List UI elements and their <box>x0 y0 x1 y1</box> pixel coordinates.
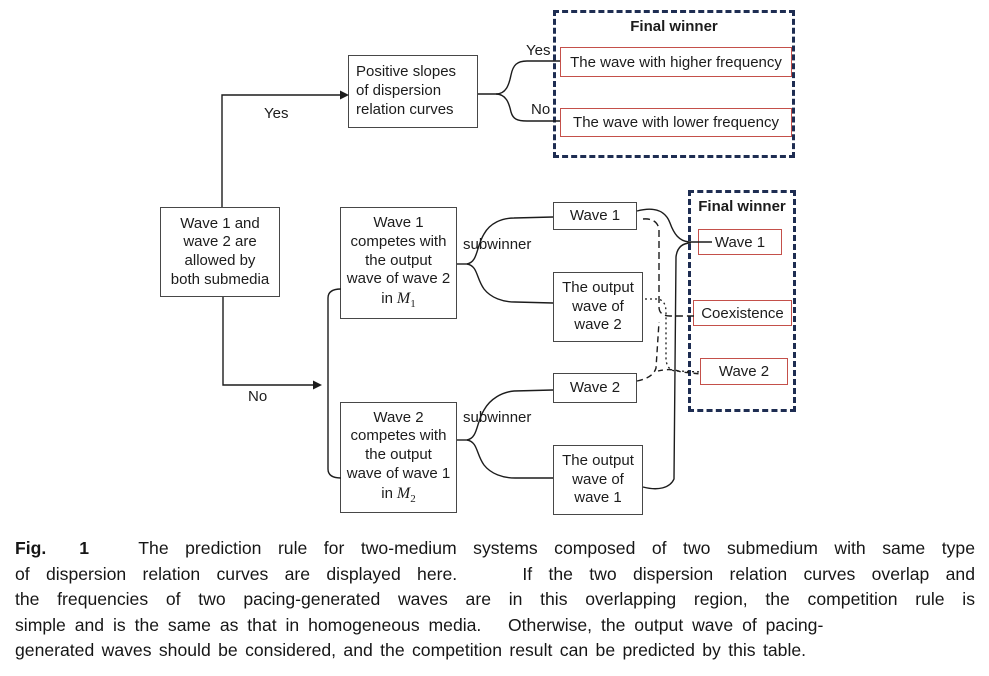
wave1-competes-text: Wave 1 competes with the output wave of … <box>346 214 451 288</box>
no-main-line <box>222 297 314 386</box>
in-label: in <box>381 484 393 502</box>
medium-symbol: M <box>396 290 411 308</box>
yes-branch-label: Yes <box>526 42 551 59</box>
subwinner-output-wave2-box: The output wave of wave 2 <box>553 272 643 342</box>
medium-subscript: 1 <box>410 298 416 311</box>
wave1-competes-box: Wave 1 competes with the output wave of … <box>340 207 457 319</box>
caption-line-2: of dispersion relation curves are displa… <box>15 563 975 584</box>
subwinner1-label: subwinner <box>463 236 532 253</box>
result-lower-frequency-box: The wave with lower frequency <box>560 108 792 137</box>
subwinner-wave2-box: Wave 2 <box>553 373 637 403</box>
caption-text-1: The prediction rule for two-medium syste… <box>89 538 975 558</box>
subwinner2-label: subwinner <box>463 409 532 426</box>
no-main-label: No <box>248 388 268 405</box>
subwinner2-brace-bottom-arm <box>466 439 553 479</box>
medium-symbol: M <box>396 484 411 502</box>
result-wave1-label: Wave 1 <box>714 233 766 251</box>
subwinner-output-wave1-box: The output wave of wave 1 <box>553 445 643 515</box>
solid-outputwave1-to-result <box>642 242 692 490</box>
subwinner-wave1-box: Wave 1 <box>553 202 637 230</box>
slopes-brace-yes-arm <box>495 60 560 95</box>
waves-allowed-box: Wave 1 and wave 2 are allowed by both su… <box>160 207 280 297</box>
result-wave2-box: Wave 2 <box>700 358 788 385</box>
caption-line-4: simple and is the same as that in homoge… <box>15 614 824 635</box>
result-lower-frequency-label: The wave with lower frequency <box>573 114 779 131</box>
result-wave2-label: Wave 2 <box>718 363 770 380</box>
slopes-brace-no-arm <box>495 93 560 122</box>
medium-subscript: 2 <box>410 492 416 505</box>
arrowhead-no <box>313 380 322 390</box>
caption-line-1: Fig. 1 The prediction rule for two-mediu… <box>15 536 975 562</box>
no-branch-label: No <box>531 101 551 118</box>
result-higher-frequency-box: The wave with higher frequency <box>560 47 792 77</box>
figure-number: Fig. 1 <box>15 538 90 558</box>
caption-line-5: generated waves should be considered, an… <box>15 640 807 661</box>
final-winner-right-title: Final winner <box>698 198 786 215</box>
final-winner-top-title: Final winner <box>630 18 718 35</box>
caption-line-3: the frequencies of two pacing-generated … <box>15 589 975 610</box>
result-coexistence-box: Coexistence <box>693 300 792 326</box>
yes-main-label: Yes <box>264 105 289 122</box>
figure-caption: Fig. 1 The prediction rule for two-mediu… <box>15 536 975 664</box>
result-wave1-box: Wave 1 <box>698 229 782 255</box>
in-label: in <box>381 290 393 308</box>
subwinner1-brace-bottom-arm <box>466 263 554 304</box>
result-coexistence-label: Coexistence <box>701 304 784 322</box>
wave2-competes-text: Wave 2 competes with the output wave of … <box>346 408 451 482</box>
result-higher-frequency-label: The wave with higher frequency <box>570 53 782 71</box>
wave2-competes-box: Wave 2 competes with the output wave of … <box>340 402 457 513</box>
positive-slopes-box: Positive slopes of dispersion relation c… <box>348 55 478 128</box>
